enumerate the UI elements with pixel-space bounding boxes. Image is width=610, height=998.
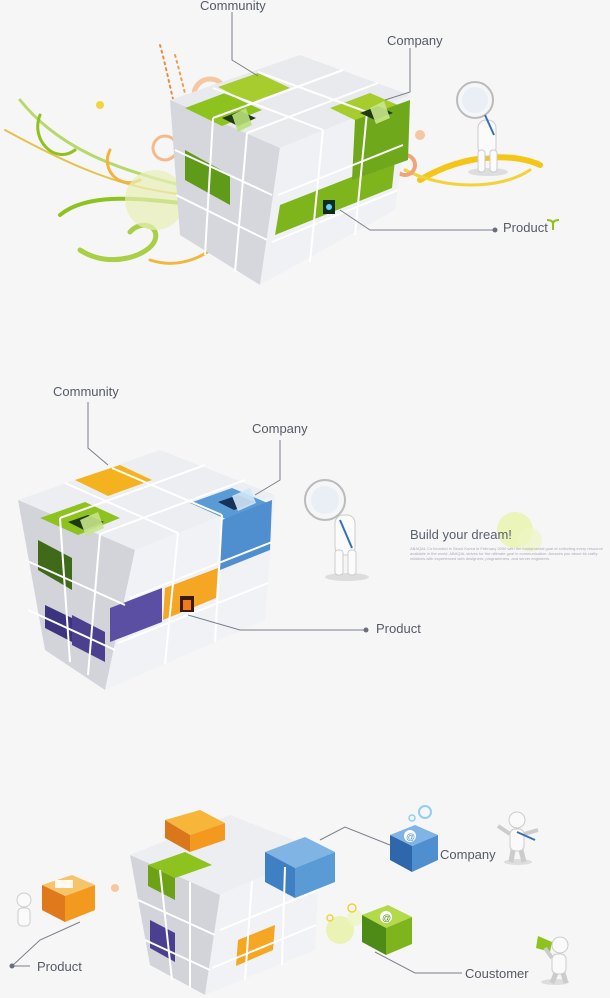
label-company: Company [387,33,443,48]
dream-title: Build your dream! [410,527,512,542]
leader-lines [87,402,366,631]
company-box: @ [390,805,438,872]
sprout-icon [546,219,560,230]
label-product: Product [503,220,548,235]
megaphone-person-figure [536,936,569,985]
cube-2 [18,450,275,690]
panel-1: Community Company Product [0,0,610,300]
panel-2-graphic [18,402,542,690]
panel-2: Community Company Product Build your dre… [0,370,610,710]
cube-1 [170,55,410,285]
label-product: Product [37,959,82,974]
svg-text:@: @ [382,913,391,923]
panel-1-graphic [4,12,560,285]
label-community: Community [200,0,266,13]
label-company: Company [440,847,496,862]
svg-text:@: @ [406,832,415,842]
panel-3: @ @ [0,790,610,998]
leader-lines [231,12,495,231]
panel-3-graphic: @ @ [9,805,569,995]
label-customer: Coustomer [465,966,529,981]
label-product: Product [376,621,421,636]
leader-lines [10,826,462,974]
product-dot [9,963,15,969]
company-person-figure [496,811,539,865]
magnifier-man-figure [456,81,508,176]
product-box [16,875,119,927]
customer-box: @ [326,903,412,955]
product-dot [492,227,498,233]
label-company: Company [252,421,308,436]
label-community: Community [53,384,119,399]
magnifier-man-figure [304,479,369,581]
product-dot [363,627,369,633]
dream-body-text: ABAQAL Co founded in Seoul Korea in Febr… [410,546,603,561]
decor-circles [497,512,542,552]
cube-3 [130,810,335,995]
